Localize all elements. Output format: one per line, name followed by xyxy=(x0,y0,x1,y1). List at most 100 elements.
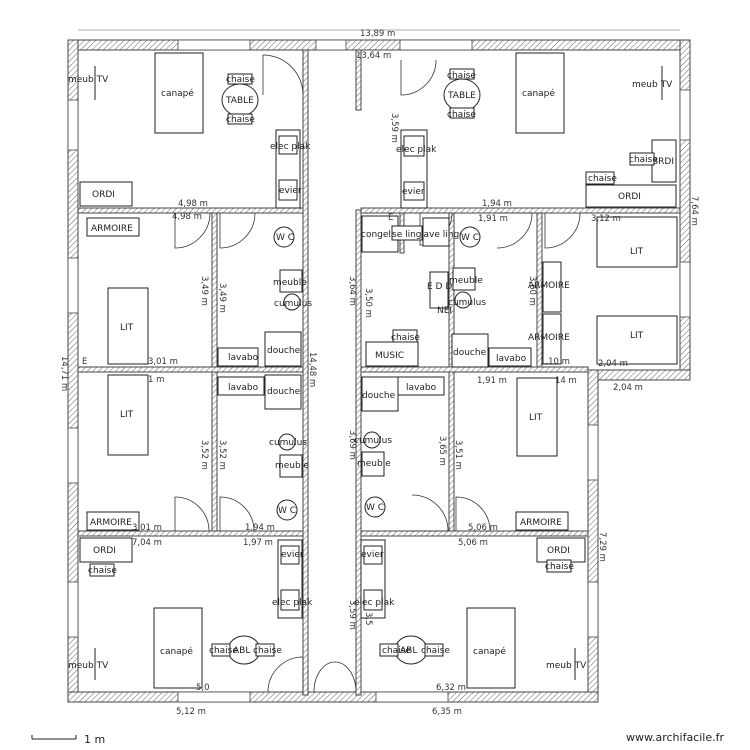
svg-text:congel: congel xyxy=(361,230,391,240)
watermark: www.archifacile.fr xyxy=(626,731,724,744)
svg-text:chaise: chaise xyxy=(629,155,658,165)
svg-text:5,0: 5,0 xyxy=(196,683,210,693)
svg-text:ARMOIRE: ARMOIRE xyxy=(90,518,132,528)
svg-text:ORDI: ORDI xyxy=(93,546,116,556)
svg-text:BRDI: BRDI xyxy=(652,157,674,167)
svg-text:se linge: se linge xyxy=(392,230,428,240)
svg-text:W C: W C xyxy=(461,233,479,243)
inner-walls xyxy=(77,207,681,537)
svg-text:3,01 m: 3,01 m xyxy=(132,523,162,533)
svg-text:ARMOIRE: ARMOIRE xyxy=(528,333,570,343)
svg-text:elec plak: elec plak xyxy=(272,598,313,608)
svg-text:1,10 m: 1,10 m xyxy=(540,357,570,367)
svg-text:elec plak: elec plak xyxy=(270,142,311,152)
svg-text:1,91 m: 1,91 m xyxy=(477,376,507,386)
svg-text:meub TV: meub TV xyxy=(632,80,673,90)
svg-text:elec plak: elec plak xyxy=(354,598,395,608)
svg-text:chaise: chaise xyxy=(421,646,450,656)
svg-text:meuble: meuble xyxy=(357,459,391,469)
svg-text:4,98 m: 4,98 m xyxy=(178,199,208,209)
svg-text:lavabo: lavabo xyxy=(406,383,437,393)
svg-text:7,64 m: 7,64 m xyxy=(689,196,699,226)
svg-text:meuble: meuble xyxy=(275,461,309,471)
svg-text:canapé: canapé xyxy=(522,88,555,99)
svg-text:E: E xyxy=(388,213,393,223)
svg-text:evier: evier xyxy=(279,186,302,196)
furniture-bottom-right: ORDI chaise canapé ABL chaise chaise evi… xyxy=(354,537,587,689)
furniture-mid-left-lower: LIT lavabo douche cumulus meuble W C ARM… xyxy=(86,374,309,531)
svg-text:3,59 m: 3,59 m xyxy=(389,113,399,143)
svg-text:2,04 m: 2,04 m xyxy=(613,383,643,393)
svg-text:LIT: LIT xyxy=(630,331,644,341)
svg-text:chaise: chaise xyxy=(209,646,238,656)
svg-text:chaise: chaise xyxy=(545,562,574,572)
svg-text:chaise: chaise xyxy=(447,71,476,81)
svg-text:canapé: canapé xyxy=(473,646,506,657)
furniture-mid-left-upper: ARMOIRE LIT W C meuble cumulus douche la… xyxy=(86,217,312,367)
svg-text:14,71 m: 14,71 m xyxy=(59,356,69,391)
svg-text:chaise: chaise xyxy=(226,75,255,85)
svg-text:3,12 m: 3,12 m xyxy=(591,214,621,224)
svg-text:lavabo: lavabo xyxy=(228,383,259,393)
svg-text:1 m: 1 m xyxy=(148,375,164,385)
svg-text:W C: W C xyxy=(278,506,296,516)
svg-text:elec plak: elec plak xyxy=(396,145,437,155)
svg-text:canapé: canapé xyxy=(160,646,193,657)
svg-text:lave linge: lave linge xyxy=(421,230,465,240)
svg-text:douche: douche xyxy=(362,391,396,401)
svg-text:douche: douche xyxy=(453,348,487,358)
svg-text:1 m: 1 m xyxy=(84,733,105,746)
svg-text:13,64 m: 13,64 m xyxy=(356,51,391,61)
svg-text:ARMOIRE: ARMOIRE xyxy=(91,224,133,234)
windows xyxy=(67,39,691,703)
svg-text:meub TV: meub TV xyxy=(546,661,587,671)
svg-text:douche: douche xyxy=(267,387,301,397)
svg-text:cumulus: cumulus xyxy=(354,436,392,446)
furniture-bottom-left: ORDI chaise canapé ABL chaise chaise evi… xyxy=(68,537,313,689)
furniture-mid-center-lower: douche lavabo cumulus meuble W C LIT ARM… xyxy=(354,376,569,531)
svg-text:7,29 m: 7,29 m xyxy=(597,532,607,562)
svg-text:TABLE: TABLE xyxy=(447,91,476,101)
svg-text:5,06 m: 5,06 m xyxy=(468,523,498,533)
svg-text:3,69 m: 3,69 m xyxy=(347,430,357,460)
svg-text:3,49 m: 3,49 m xyxy=(217,283,227,313)
svg-text:3,52 m: 3,52 m xyxy=(217,440,227,470)
svg-text:chaise: chaise xyxy=(391,333,420,343)
svg-text:3,51 m: 3,51 m xyxy=(453,440,463,470)
svg-text:chaise: chaise xyxy=(588,174,617,184)
svg-text:3,49 m: 3,49 m xyxy=(199,276,209,306)
svg-text:chaise: chaise xyxy=(253,646,282,656)
svg-text:ORDI: ORDI xyxy=(547,546,570,556)
svg-text:1,91 m: 1,91 m xyxy=(478,214,508,224)
svg-text:ABL: ABL xyxy=(233,646,250,656)
svg-text:evier: evier xyxy=(402,187,425,197)
svg-text:3,65 m: 3,65 m xyxy=(437,436,447,466)
corridor-walls xyxy=(302,49,362,696)
svg-text:douche: douche xyxy=(267,346,301,356)
svg-text:LIT: LIT xyxy=(630,247,644,257)
svg-text:2,04 m: 2,04 m xyxy=(598,359,628,369)
svg-text:5,12 m: 5,12 m xyxy=(176,707,206,717)
svg-text:3,01 m: 3,01 m xyxy=(148,357,178,367)
svg-text:3,5: 3,5 xyxy=(363,612,373,626)
svg-text:6,32 m: 6,32 m xyxy=(436,683,466,693)
svg-text:13,89 m: 13,89 m xyxy=(360,29,395,39)
svg-text:3,52 m: 3,52 m xyxy=(199,440,209,470)
svg-text:cumulus: cumulus xyxy=(448,298,486,308)
svg-text:meuble: meuble xyxy=(449,276,483,286)
scale-bar: 1 m xyxy=(31,733,105,746)
svg-text:ARMOIRE: ARMOIRE xyxy=(520,518,562,528)
svg-text:chaise: chaise xyxy=(447,110,476,120)
svg-text:7,04 m: 7,04 m xyxy=(132,538,162,548)
svg-text:ORDI: ORDI xyxy=(618,192,641,202)
svg-text:3,60 m: 3,60 m xyxy=(527,276,537,306)
svg-text:ABL: ABL xyxy=(400,646,417,656)
furniture-mid-center-upper: congel se linge lave linge E D D NEI MUS… xyxy=(361,215,532,368)
svg-text:meub TV: meub TV xyxy=(68,661,109,671)
svg-text:4,98 m: 4,98 m xyxy=(172,212,202,222)
svg-text:LIT: LIT xyxy=(120,323,134,333)
svg-text:TABLE: TABLE xyxy=(225,96,254,106)
dimension-lines: 13,89 m 13,64 m 4,98 m 4,98 m 1,94 m 1,9… xyxy=(59,29,699,717)
svg-text:1,94 m: 1,94 m xyxy=(245,523,275,533)
svg-text:cumulus: cumulus xyxy=(269,438,307,448)
